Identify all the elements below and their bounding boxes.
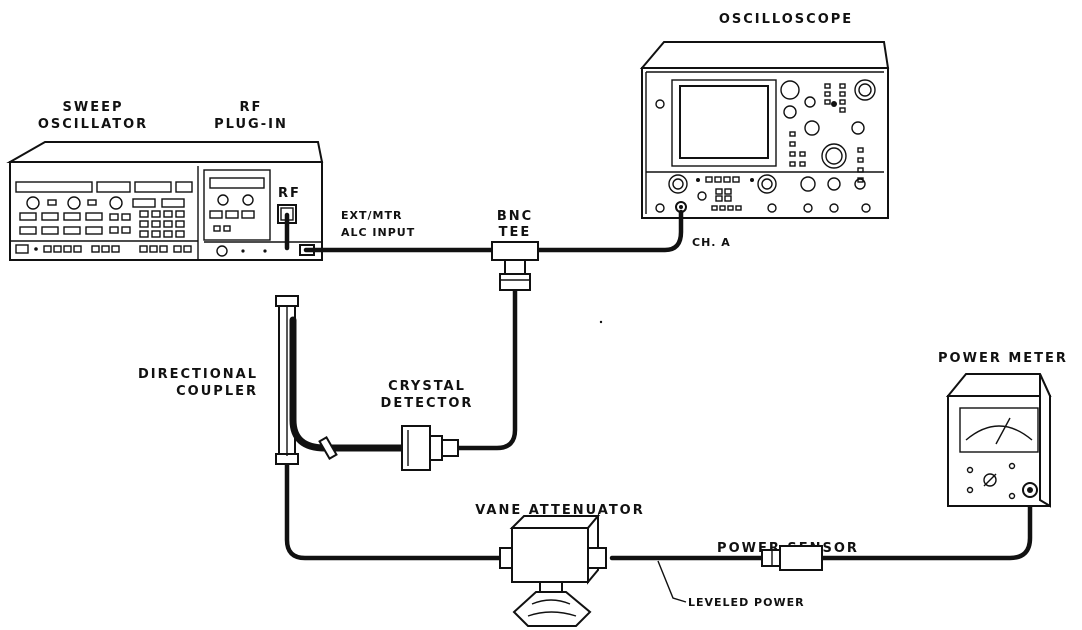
power-meter bbox=[945, 373, 1052, 508]
sweep-oscillator-label-2: OSCILLATOR bbox=[38, 117, 148, 132]
ext-mtr-label-1: EXT/MTR bbox=[341, 209, 402, 222]
directional-coupler-label-1: DIRECTIONAL bbox=[138, 367, 258, 382]
directional-coupler bbox=[275, 295, 409, 465]
rf-plug-in-label-1: RF bbox=[240, 100, 263, 115]
bnc-tee-label-2: TEE bbox=[499, 225, 532, 240]
vane-attenuator bbox=[499, 513, 607, 627]
sweep-oscillator-label-1: SWEEP bbox=[63, 100, 124, 115]
power-meter-label: POWER METER bbox=[938, 351, 1068, 366]
oscilloscope bbox=[639, 41, 890, 219]
rf-plug-in-label-2: PLUG-IN bbox=[214, 117, 288, 132]
vane-attenuator-label: VANE ATTENUATOR bbox=[475, 503, 645, 518]
crystal-detector-label-1: CRYSTAL bbox=[388, 379, 466, 394]
bnc-tee bbox=[491, 241, 539, 291]
leveled-power-label: LEVELED POWER bbox=[688, 596, 805, 609]
cable-sensor-to-meter bbox=[817, 493, 1033, 561]
power-sensor bbox=[761, 545, 823, 571]
cable-coupler-to-attenuator bbox=[284, 459, 511, 561]
cable-tee-to-scope bbox=[531, 209, 684, 253]
leveled-power-leader bbox=[657, 560, 687, 603]
cable-tee-to-detector bbox=[455, 287, 518, 451]
oscilloscope-label: OSCILLOSCOPE bbox=[719, 12, 853, 27]
ext-mtr-label-2: ALC INPUT bbox=[341, 226, 415, 239]
ch-a-label: CH. A bbox=[692, 236, 731, 249]
rf-port-label: RF bbox=[278, 186, 301, 201]
directional-coupler-label-2: COUPLER bbox=[176, 384, 258, 399]
crystal-detector bbox=[401, 425, 459, 471]
bnc-tee-label-1: BNC bbox=[497, 209, 533, 224]
crystal-detector-label-2: DETECTOR bbox=[381, 396, 474, 411]
